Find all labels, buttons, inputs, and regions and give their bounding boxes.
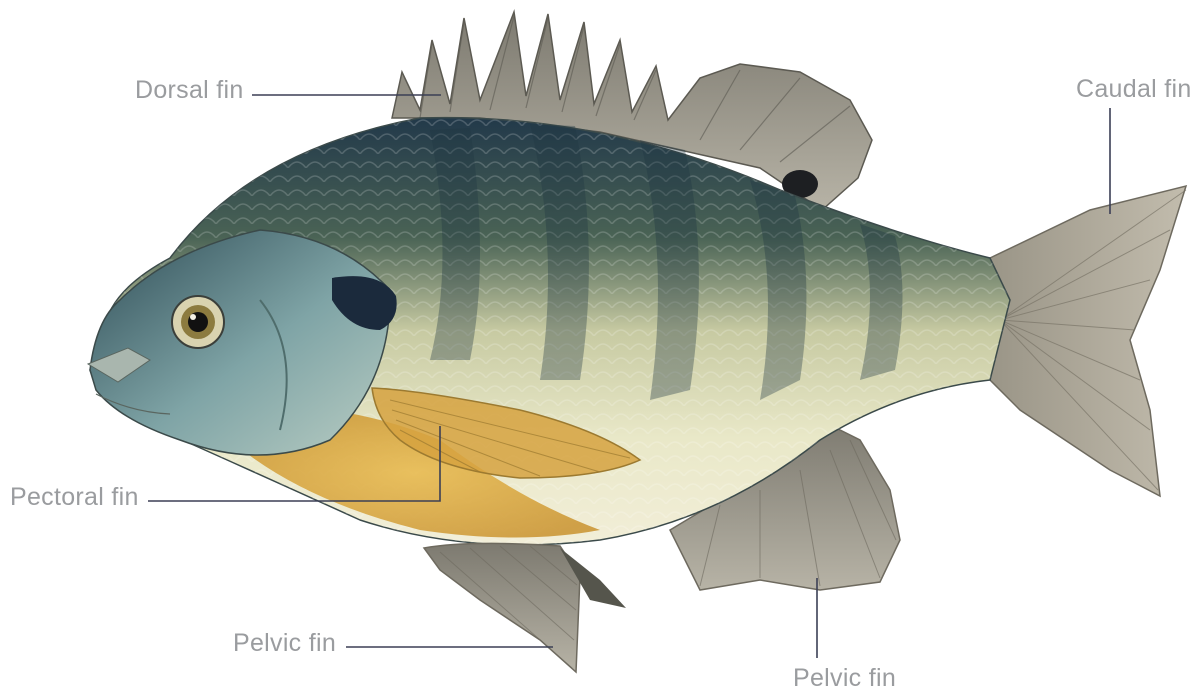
caudal-fin-label: Caudal fin [1076,77,1192,102]
rear-pelvic-fin-label: Pelvic fin [793,666,896,691]
front-pelvic-fin [424,543,626,672]
pectoral-fin-label: Pectoral fin [10,485,139,510]
front-pelvic-fin-label: Pelvic fin [233,631,336,656]
fish-eye [172,296,224,348]
dorsal-fin-label: Dorsal fin [135,78,244,103]
caudal-fin [990,186,1186,496]
